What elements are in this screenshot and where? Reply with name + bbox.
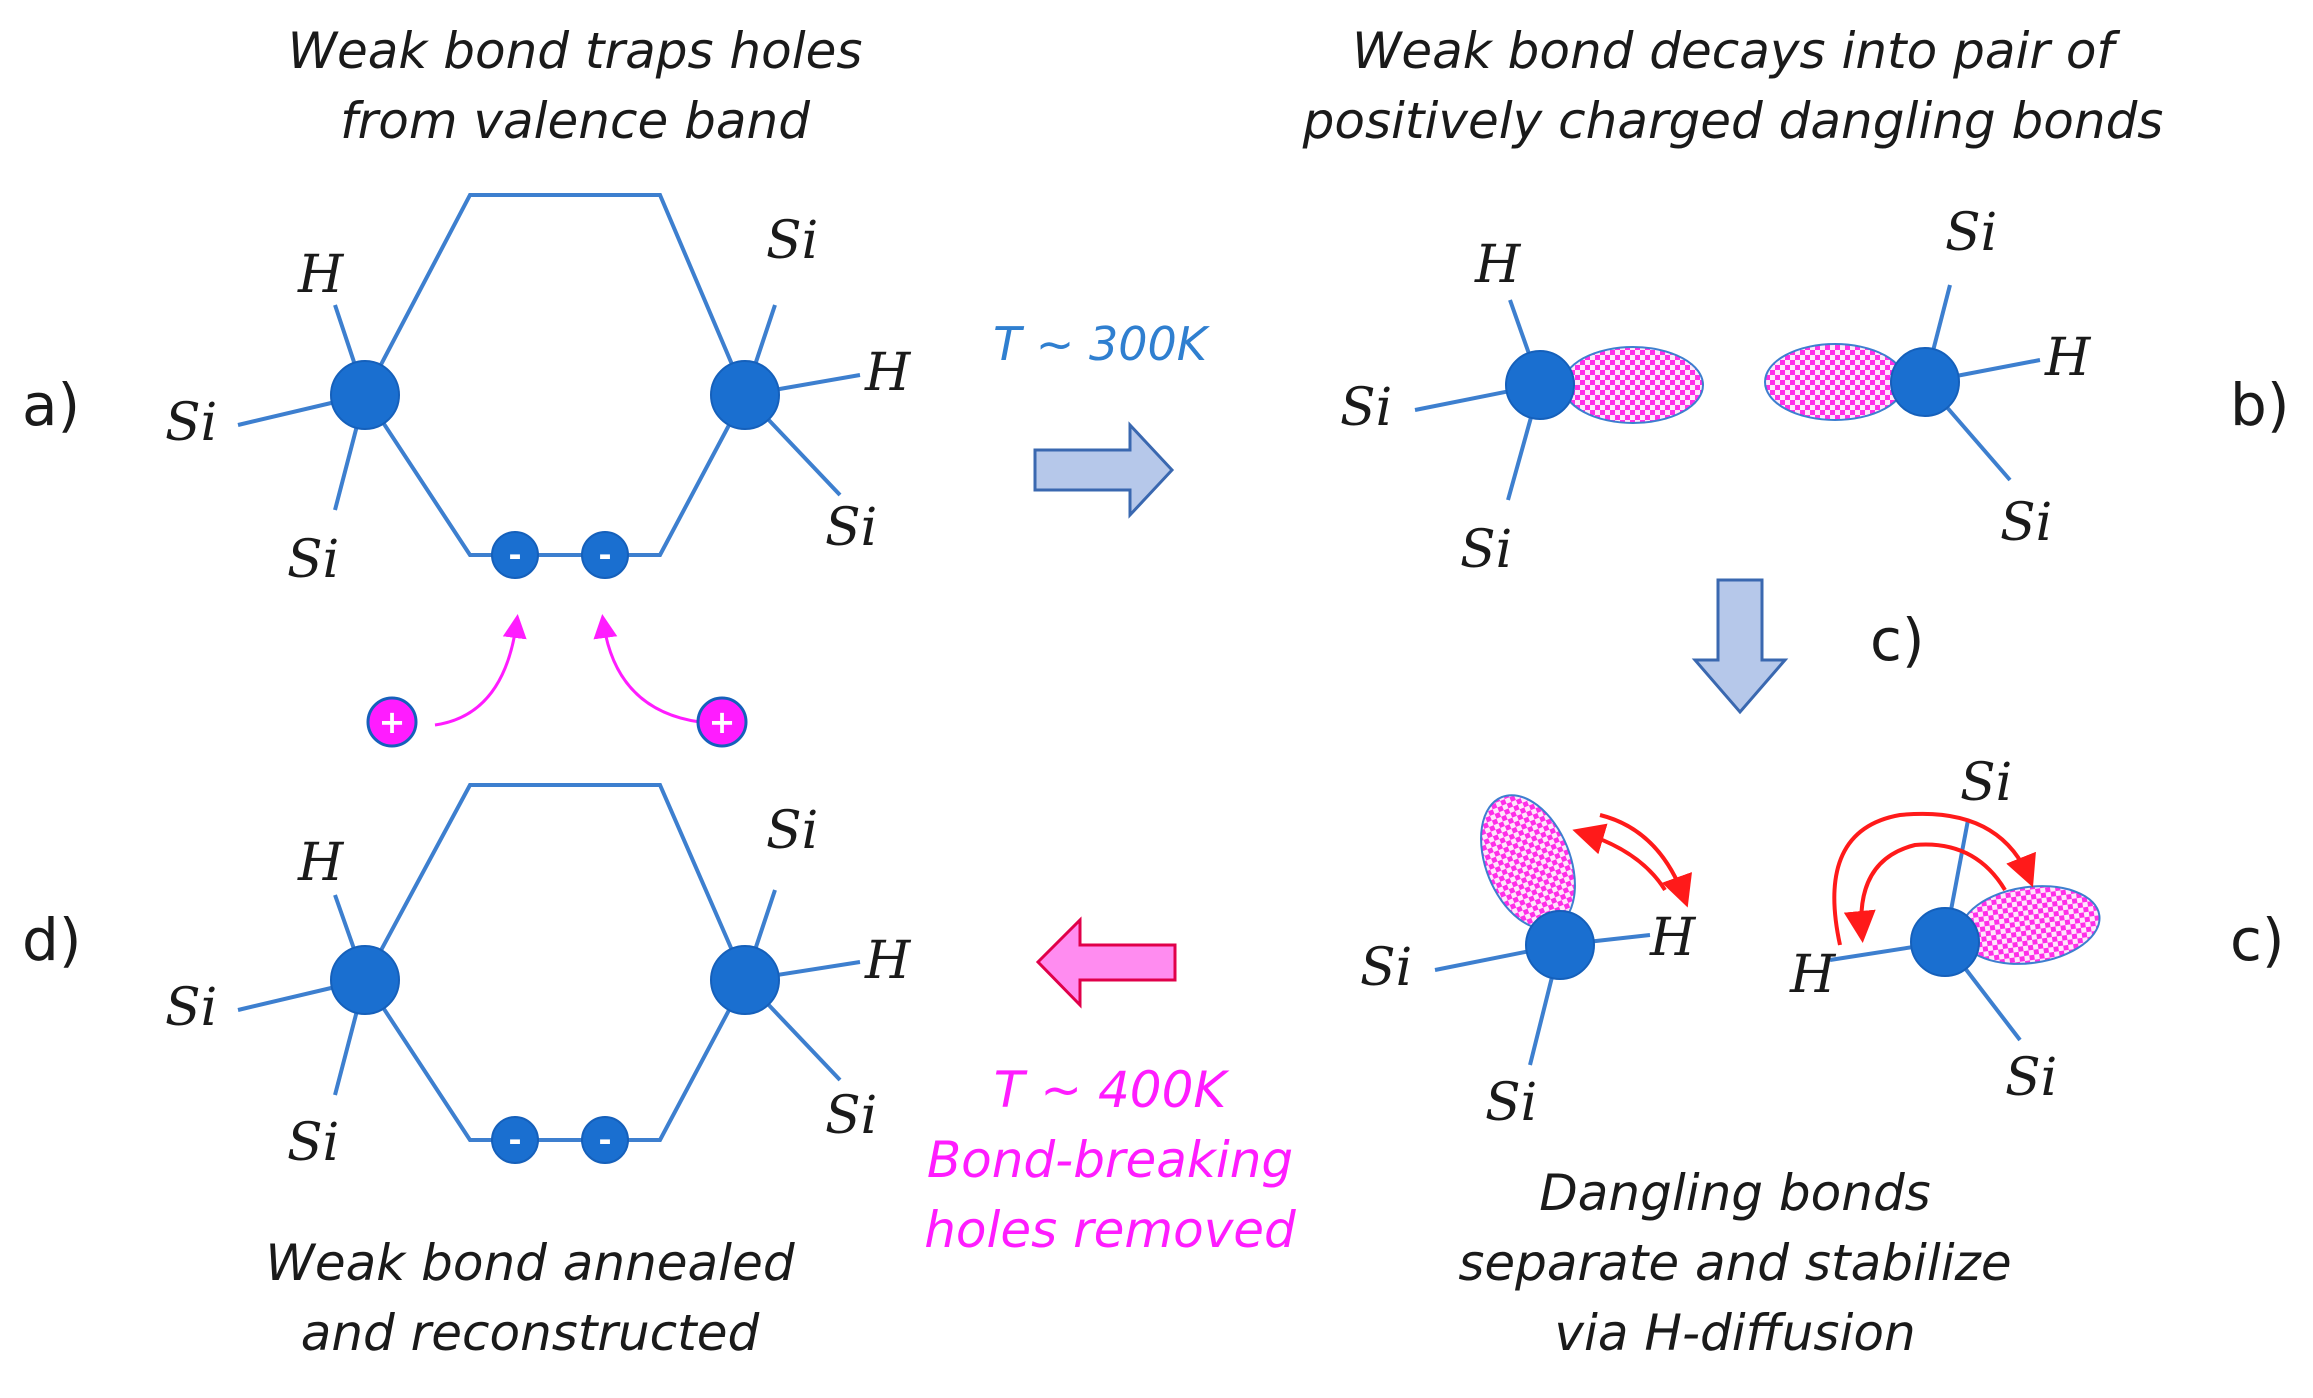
- electron-1-sign: -: [508, 1121, 521, 1159]
- si-atom-left: [330, 360, 400, 430]
- caption-c-line2: separate and stabilize: [1458, 1234, 2011, 1292]
- si-atom-b-right: [1890, 347, 1960, 417]
- dangling-bond-orbital-right: [1764, 343, 1906, 421]
- atom-label-h: H: [864, 343, 912, 403]
- caption-c-line1: Dangling bonds: [1539, 1164, 1930, 1222]
- si-atom-c-left: [1525, 910, 1595, 980]
- panel-c-structure: Si H Si Si H Si: [1360, 753, 2101, 1133]
- right-arrow-icon: [1033, 421, 1175, 519]
- atom-label-si: Si: [825, 1086, 877, 1146]
- atom-label-si: Si: [2000, 493, 2052, 553]
- down-arrow-icon: [1691, 578, 1789, 715]
- atom-label-si: Si: [1960, 753, 2012, 813]
- caption-d-line1: Weak bond annealed: [265, 1234, 794, 1292]
- atom-label-si: Si: [825, 498, 877, 558]
- hexagon-top-bonds: [363, 193, 747, 396]
- si-atom-right: [710, 360, 780, 430]
- reverse-temperature: T ~ 400K: [994, 1061, 1231, 1119]
- hole-trap-arrow-left: [434, 614, 527, 727]
- hole-left: [366, 696, 418, 748]
- atom-label-si: Si: [1460, 520, 1512, 580]
- electron-1: [491, 1116, 539, 1164]
- atom-label-si: Si: [766, 801, 818, 861]
- atom-label-h: H: [864, 931, 912, 991]
- hexagon-bottom-bonds: [363, 393, 747, 557]
- caption-a-line2: from valence band: [340, 92, 810, 150]
- panel-label-d: d): [22, 906, 81, 974]
- panel-label-a: a): [22, 371, 80, 439]
- panel-b-structure: H Si Si Si H Si: [1340, 203, 2092, 580]
- h-diffusion-arrow-right-outer: [1832, 811, 2036, 946]
- h-diffusion-arrow-right-inner: [1843, 842, 2007, 943]
- atom-label-h: H: [1789, 945, 1837, 1005]
- caption-a-line1: Weak bond traps holes: [288, 22, 863, 80]
- atom-label-h: H: [297, 833, 345, 893]
- h-diffusion-arrow-left-inner: [1572, 823, 1667, 892]
- caption-b-line2: positively charged dangling bonds: [1302, 92, 2164, 150]
- atom-label-si: Si: [287, 530, 339, 590]
- hole-left-sign: +: [379, 703, 406, 741]
- atom-label-si: Si: [1945, 203, 1997, 263]
- si-atom-d-right: [710, 945, 780, 1015]
- atom-label-si: Si: [1340, 378, 1392, 438]
- atom-label-si: Si: [1485, 1073, 1537, 1133]
- hole-right: [696, 696, 748, 748]
- atom-label-si: Si: [287, 1113, 339, 1173]
- si-atom-c-right: [1910, 907, 1980, 977]
- atom-label-si: Si: [165, 978, 217, 1038]
- hole-right-sign: +: [709, 703, 736, 741]
- hole-trap-arrow-right: [593, 614, 701, 724]
- atom-label-h: H: [1649, 908, 1697, 968]
- panel-label-c-right: c): [2230, 906, 2285, 974]
- electron-2: [581, 531, 629, 579]
- dangling-bond-orbital-left: [1562, 346, 1704, 424]
- hexagon-top-bonds: [363, 783, 747, 981]
- dangling-bond-orbital-c-right: [1959, 885, 2101, 965]
- si-atom-b-left: [1505, 350, 1575, 420]
- h-diffusion-arrow-left-outer: [1599, 813, 1692, 908]
- atom-label-si: Si: [2005, 1048, 2057, 1108]
- panel-a-structure: - - H Si Si Si H Si: [165, 193, 912, 590]
- atom-label-h: H: [1474, 235, 1522, 295]
- electron-2-sign: -: [598, 536, 611, 574]
- atom-label-h: H: [297, 245, 345, 305]
- reverse-condition-line2: Bond-breaking: [927, 1131, 1293, 1189]
- caption-c-line3: via H-diffusion: [1554, 1304, 1915, 1362]
- left-arrow-icon: [1035, 916, 1177, 1009]
- atom-label-si: Si: [1360, 938, 1412, 998]
- atom-label-h: H: [2044, 328, 2092, 388]
- panel-label-c-mid: c): [1870, 606, 1925, 674]
- panel-label-b: b): [2230, 371, 2289, 439]
- caption-d-line2: and reconstructed: [301, 1304, 760, 1362]
- trapped-holes: + +: [366, 614, 748, 748]
- electron-2: [581, 1116, 629, 1164]
- panel-d-structure: - - H Si Si Si H Si: [165, 783, 912, 1173]
- forward-temperature: T ~ 300K: [993, 317, 1211, 371]
- atom-label-si: Si: [165, 393, 217, 453]
- caption-b-line1: Weak bond decays into pair of: [1352, 22, 2120, 80]
- si-atom-d-left: [330, 945, 400, 1015]
- atom-label-si: Si: [766, 211, 818, 271]
- reverse-condition-line3: holes removed: [924, 1201, 1296, 1259]
- hexagon-bottom-bonds: [363, 978, 747, 1142]
- electron-1-sign: -: [508, 536, 521, 574]
- electron-2-sign: -: [598, 1121, 611, 1159]
- electron-1: [491, 531, 539, 579]
